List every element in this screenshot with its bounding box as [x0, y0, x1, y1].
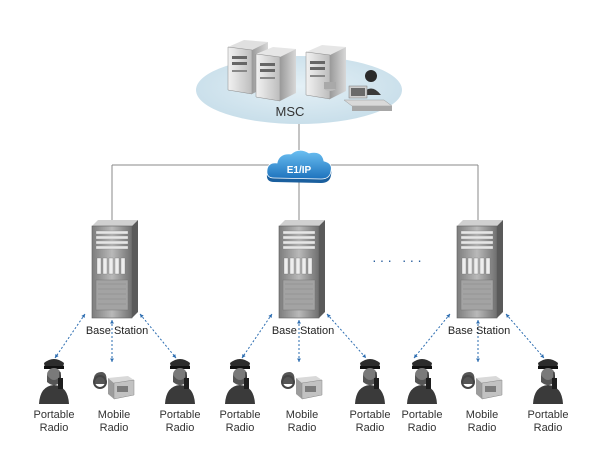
base-station-label: Base Station — [447, 325, 511, 337]
server-icon — [255, 47, 296, 102]
link-arrowhead — [55, 354, 59, 358]
portable-radio-user-icon — [355, 359, 385, 404]
portable-radio-user-icon — [39, 359, 69, 404]
terminal-label-line1: Mobile — [97, 409, 131, 421]
link-arrowhead — [476, 358, 480, 362]
msc-label: MSC — [275, 104, 305, 119]
operator-icon — [343, 70, 393, 111]
terminal-label-line2: Radio — [39, 422, 69, 434]
terminal-label-line1: Portable — [159, 409, 201, 421]
link-arrowhead — [110, 320, 114, 324]
portable-radio-user-icon — [165, 359, 195, 404]
link-arrowhead — [297, 358, 301, 362]
base-station-rack-icon — [91, 220, 138, 319]
link-arrowhead — [140, 314, 144, 318]
link-arrowhead — [362, 354, 366, 358]
terminal-label-line2: Radio — [165, 422, 195, 434]
terminal-label-line2: Radio — [287, 422, 317, 434]
portable-radio-user-icon — [225, 359, 255, 404]
mobile-radio-icon — [93, 372, 135, 400]
link-arrowhead — [446, 314, 450, 318]
terminal-label-line2: Radio — [533, 422, 563, 434]
terminal-label-line1: Portable — [349, 409, 391, 421]
terminal-label-line2: Radio — [355, 422, 385, 434]
terminal-label-line2: Radio — [407, 422, 437, 434]
link-arrowhead — [81, 314, 85, 318]
terminal-label-line1: Portable — [33, 409, 75, 421]
link-arrowhead — [268, 314, 272, 318]
mobile-radio-icon — [461, 372, 503, 400]
terminal-label-line1: Mobile — [285, 409, 319, 421]
portable-radio-user-icon — [407, 359, 437, 404]
link-arrowhead — [297, 320, 301, 324]
terminal-label-line1: Mobile — [465, 409, 499, 421]
base-station-label: Base Station — [85, 325, 149, 337]
terminal-label-line2: Radio — [225, 422, 255, 434]
cloud-icon — [266, 149, 332, 183]
link-arrowhead — [414, 354, 418, 358]
portable-radio-user-icon — [533, 359, 563, 404]
e1-ip-label: E1/IP — [286, 165, 312, 176]
terminal-label-line1: Portable — [401, 409, 443, 421]
link-arrowhead — [540, 354, 544, 358]
server-icon — [305, 45, 346, 100]
link-arrowhead — [172, 354, 176, 358]
base-station-rack-icon — [456, 220, 503, 319]
more-base-stations-ellipsis: ··· ··· — [372, 252, 425, 268]
terminal-label-line1: Portable — [219, 409, 261, 421]
link-arrowhead — [242, 354, 246, 358]
terminal-label-line2: Radio — [467, 422, 497, 434]
base-station-label: Base Station — [271, 325, 335, 337]
link-arrowhead — [327, 314, 331, 318]
base-station-rack-icon — [278, 220, 325, 319]
mobile-radio-icon — [281, 372, 323, 400]
terminal-label-line1: Portable — [527, 409, 569, 421]
link-arrowhead — [506, 314, 510, 318]
terminal-label-line2: Radio — [99, 422, 129, 434]
link-arrowhead — [110, 358, 114, 362]
link-arrowhead — [476, 320, 480, 324]
